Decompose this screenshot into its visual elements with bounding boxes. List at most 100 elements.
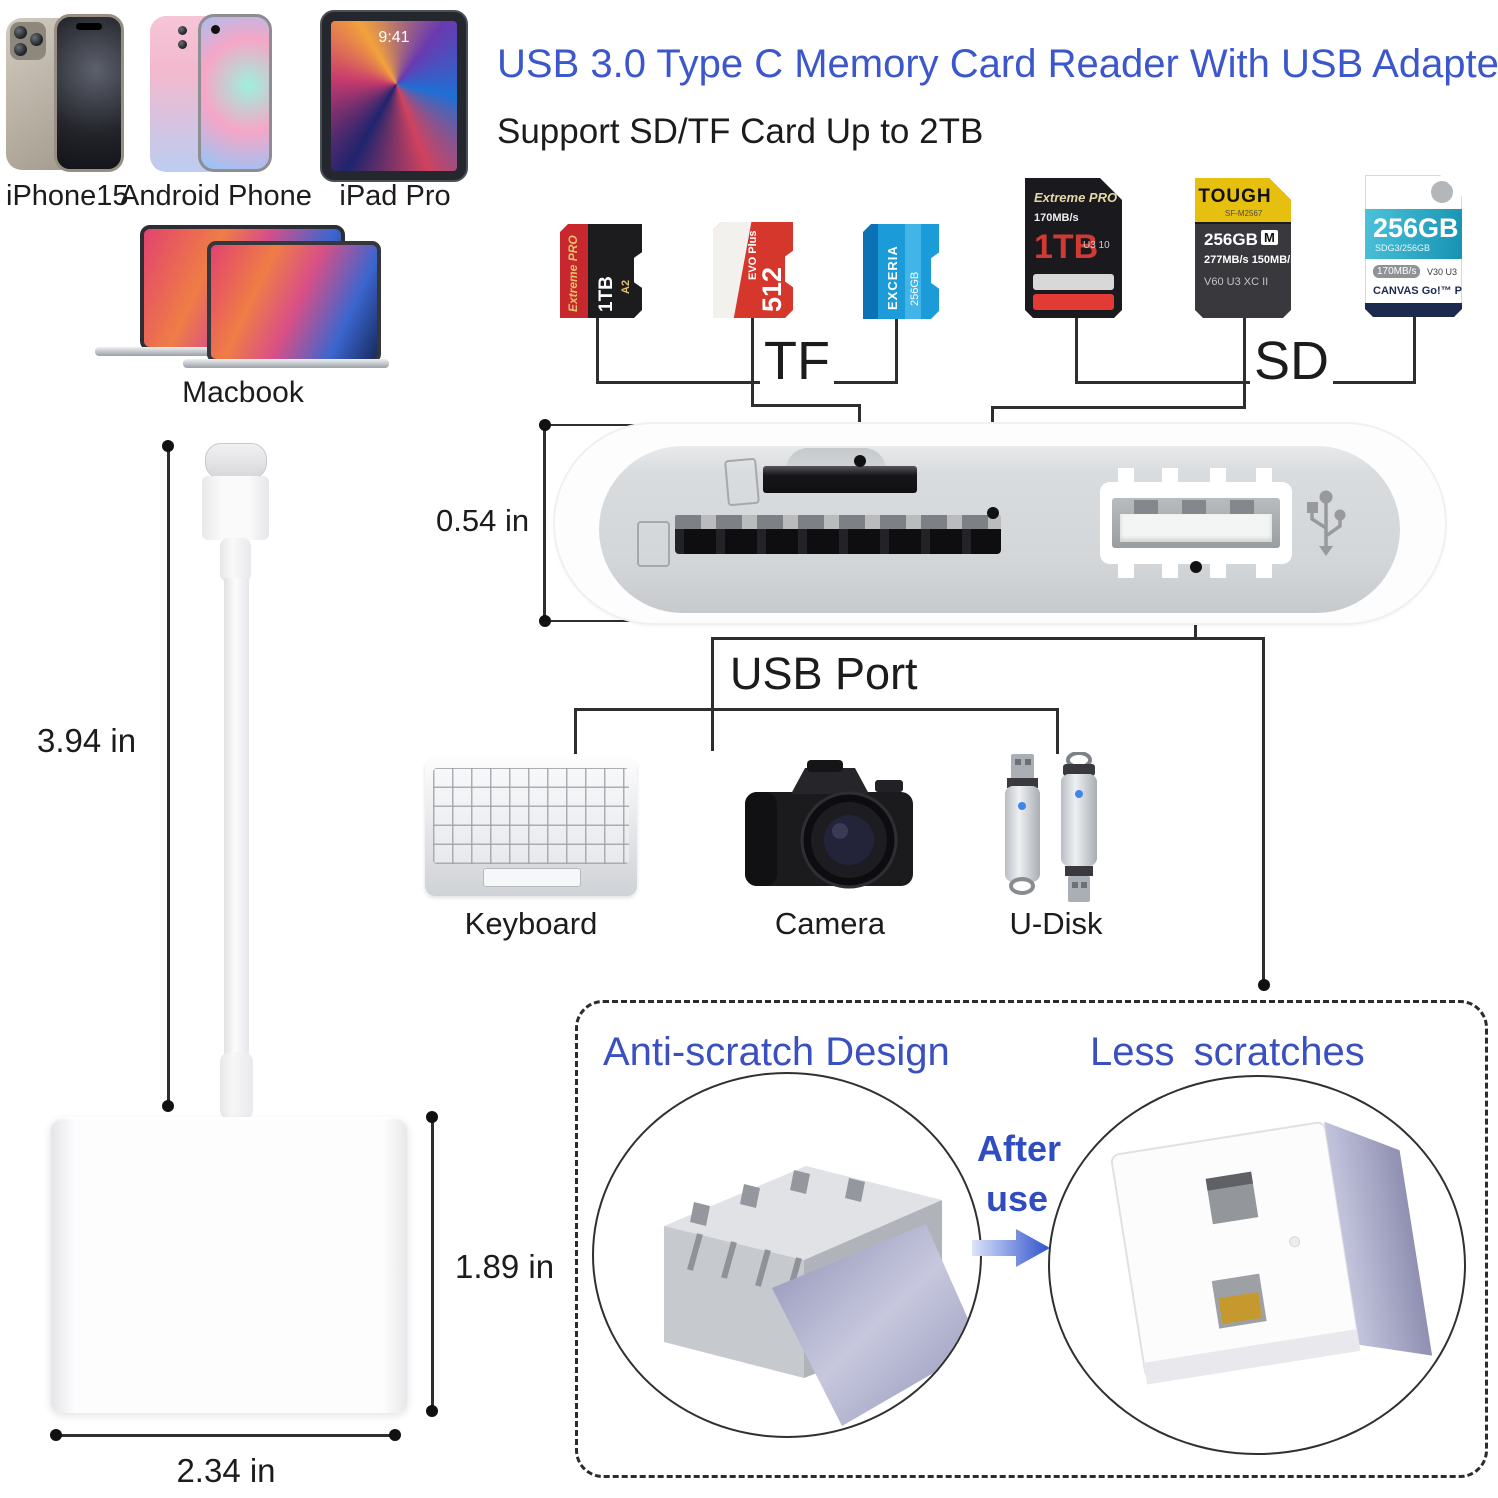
usb-shell-render	[664, 1166, 980, 1426]
dim-tick	[543, 424, 635, 426]
usbc-plug-tip	[205, 443, 267, 479]
keyboard-spacebar	[483, 868, 581, 887]
sd-card-teal-band	[1365, 209, 1462, 259]
pointer-dot	[1258, 979, 1270, 991]
usb-port-notch	[1256, 468, 1272, 484]
usb-port-notch	[1118, 562, 1134, 578]
usb-port-notch	[1210, 468, 1226, 484]
peripheral-label-camera: Camera	[774, 906, 886, 941]
sd-card-model: SDG3/256GB	[1375, 243, 1431, 253]
pointer-dot	[1190, 561, 1202, 573]
pointer-dot	[854, 455, 866, 467]
usb-bracket-line	[711, 637, 714, 751]
anti-scratch-detail-circle	[592, 1072, 982, 1438]
usb-top-line	[711, 637, 1265, 640]
anti-scratch-panel	[575, 1000, 1488, 1478]
cable-strain-relief	[220, 538, 251, 582]
usb-port-notch	[1162, 468, 1178, 484]
peripheral-label-keyboard: Keyboard	[464, 906, 598, 941]
iphone-illustration	[6, 14, 126, 176]
sd-bracket-line	[1075, 381, 1416, 384]
sd-card-speed: 170MB/s	[1034, 212, 1079, 224]
usb-trident-icon	[1307, 490, 1346, 556]
sd-card-badges: U3 10	[1083, 240, 1110, 251]
tf-bracket-line	[596, 381, 898, 384]
tf-card-evo-plus: EVO Plus 512	[713, 222, 793, 318]
sd-card-capacity: 256GB	[1373, 213, 1459, 243]
sd-card-red-stripe	[1033, 294, 1114, 310]
usb-port-notch	[1256, 562, 1272, 578]
sd-card-canvas: 256GB SDG3/256GB 170MB/s V30 U3 CANVAS G…	[1365, 175, 1462, 317]
device-label-iphone: iPhone15	[6, 180, 129, 212]
sd-card-model: SF-M2567	[1225, 209, 1263, 218]
macbook-illustration	[95, 225, 389, 375]
dim-label-189: 1.89 in	[455, 1248, 555, 1285]
dim-dot	[50, 1429, 62, 1441]
tf-card-exceria: EXCERIA 256GB	[863, 224, 939, 319]
keyboard-keys	[433, 768, 629, 864]
usb-bracket-line	[574, 708, 577, 754]
dim-dot	[426, 1405, 438, 1417]
dim-line-189	[431, 1116, 434, 1412]
dim-line-394	[167, 445, 170, 1107]
dim-label-054: 0.54 in	[436, 503, 530, 538]
sd-card-extreme-pro: Extreme PRO 170MB/s 1TB U3 10	[1025, 178, 1122, 318]
usb-connector-tab	[1182, 500, 1206, 514]
iphone-notch	[76, 23, 102, 30]
usb-front-render	[1110, 1121, 1433, 1385]
dim-line-234	[55, 1434, 396, 1437]
usbc-plug-body	[202, 476, 269, 540]
tf-card-brand: Extreme PRO	[566, 235, 580, 312]
device-label-android: Android Phone	[120, 180, 312, 212]
adapter-cable	[224, 578, 249, 1064]
sd-card-badges: V60 U3 XC II	[1204, 276, 1269, 288]
sd-card-speed: 170MB/s	[1373, 265, 1420, 278]
logo-circle	[1431, 181, 1453, 203]
after-use-text: After	[977, 1128, 1062, 1169]
usb-a-port	[1100, 468, 1292, 578]
sd-card-yellow-header	[1195, 178, 1291, 224]
pointer-dot	[987, 507, 999, 519]
cable-strain-relief	[220, 1052, 253, 1120]
sd-card-brand: CANVAS Go!™ Plus	[1373, 285, 1478, 297]
tf-card-capacity: 1TB	[596, 276, 617, 312]
camera-lens-icon	[178, 40, 187, 49]
camera-lens-icon	[14, 26, 27, 39]
android-front	[198, 14, 272, 172]
ipad-illustration: 9:41	[320, 10, 468, 182]
tf-bracket-line	[751, 318, 754, 407]
tf-card-slot	[763, 466, 917, 493]
dim-dot	[389, 1429, 401, 1441]
sd-card-logo: M	[1261, 230, 1278, 245]
sd-card-slot	[675, 515, 1001, 554]
tf-pointer-line	[751, 404, 861, 407]
usb-connector-shell	[1112, 498, 1280, 548]
sd-card-brand: Extreme PRO	[1034, 190, 1118, 205]
tf-card-brand: EXCERIA	[885, 245, 900, 310]
sd-pointer-line	[991, 406, 1246, 409]
adapter-body	[50, 1117, 408, 1413]
usb-connector-tongue	[1120, 514, 1272, 542]
dim-tick	[543, 620, 635, 622]
usb-bracket-line	[574, 708, 1059, 711]
dim-dot	[162, 440, 174, 452]
sd-card-capacity: 1TB	[1034, 228, 1099, 266]
sd-group-label: SD	[1250, 330, 1334, 392]
after-use-arrow-icon	[972, 1229, 1050, 1267]
microsd-icon	[724, 457, 760, 507]
tf-bracket-line	[596, 315, 599, 384]
sd-bracket-line	[1075, 315, 1078, 384]
dim-dot	[539, 419, 551, 431]
camera-lens-icon	[14, 43, 27, 56]
less-scratches-detail-circle	[1048, 1075, 1466, 1455]
page-subtitle: Support SD/TF Card Up to 2TB	[497, 112, 984, 151]
iphone-front	[54, 14, 124, 172]
ipad-clock: 9:41	[378, 29, 410, 46]
tf-card-extreme-pro: Extreme PRO 1TB A2	[560, 224, 642, 318]
dim-label-394: 3.94 in	[37, 722, 137, 759]
dim-label-234: 2.34 in	[176, 1452, 276, 1489]
sd-card-speeds: 277MB/s 150MB/s	[1204, 254, 1297, 266]
usb-port-notch	[1162, 562, 1178, 578]
camera-lens-icon	[30, 33, 43, 46]
